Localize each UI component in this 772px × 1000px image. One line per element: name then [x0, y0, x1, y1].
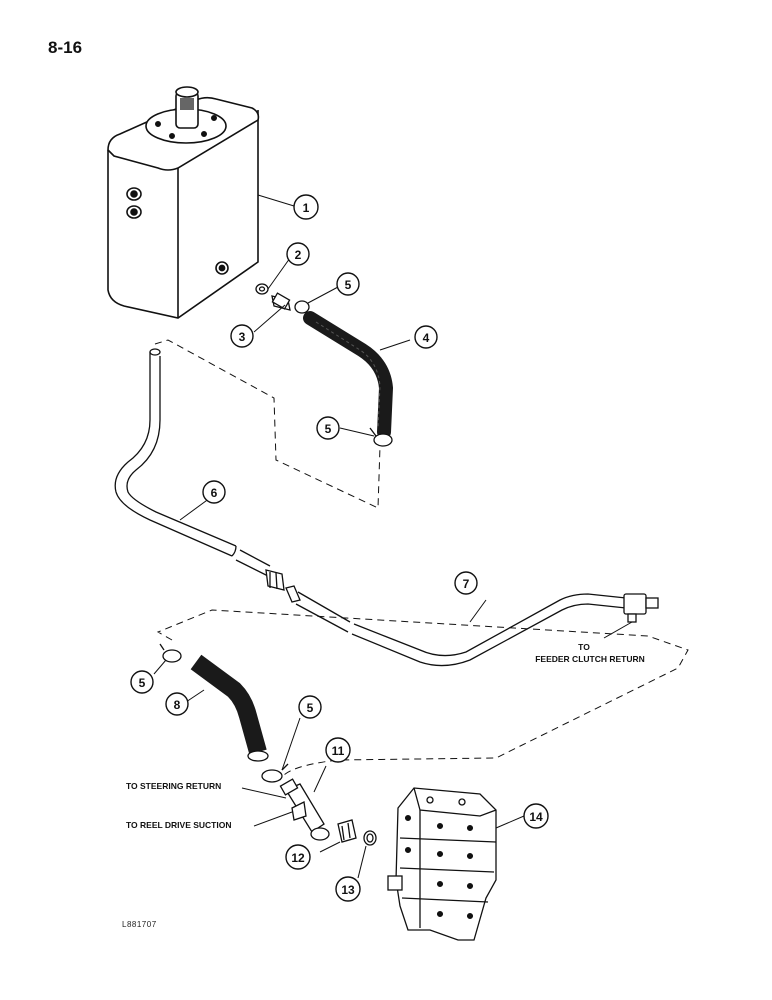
callout-4: 4 — [423, 331, 430, 345]
page-number: 8-16 — [48, 38, 83, 57]
callout-5-lower-right: 5 — [307, 701, 314, 715]
destination-labels: TO FEEDER CLUTCH RETURN TO STEERING RETU… — [126, 642, 645, 830]
callout-11: 11 — [332, 744, 345, 758]
callout-2: 2 — [295, 248, 302, 262]
callout-13: 13 — [341, 883, 355, 897]
clamp-hose-upper-lower — [339, 427, 393, 447]
control-valve — [387, 787, 525, 941]
lower-hose — [185, 654, 269, 762]
upper-hose — [303, 311, 411, 439]
tee-fitting — [279, 765, 330, 841]
reservoir-tank — [107, 86, 295, 319]
steel-tube-6 — [114, 348, 285, 591]
callout-8: 8 — [174, 698, 181, 712]
callout-1: 1 — [303, 201, 310, 215]
callout-6: 6 — [211, 486, 218, 500]
steel-tube-7 — [285, 585, 659, 667]
label-leaders — [241, 787, 293, 827]
figure-code: L881707 — [122, 920, 157, 929]
callout-5-upper: 5 — [345, 278, 352, 292]
callout-7: 7 — [463, 577, 470, 591]
callout-5-hose-end: 5 — [325, 422, 332, 436]
label-feeder-clutch-return: FEEDER CLUTCH RETURN — [535, 654, 645, 664]
callout-12: 12 — [291, 851, 305, 865]
callout-3: 3 — [239, 330, 246, 344]
callout-5-lower-left: 5 — [139, 676, 146, 690]
tank-outlet-fittings — [253, 257, 339, 333]
callout-14: 14 — [529, 810, 543, 824]
routing-dashed-lines — [154, 339, 689, 781]
label-steering-return: TO STEERING RETURN — [126, 781, 221, 791]
fittings-12-13 — [319, 819, 377, 879]
label-reel-drive-suction: TO REEL DRIVE SUCTION — [126, 820, 231, 830]
label-to-feeder: TO — [578, 642, 590, 652]
clamps-lower — [153, 643, 301, 783]
